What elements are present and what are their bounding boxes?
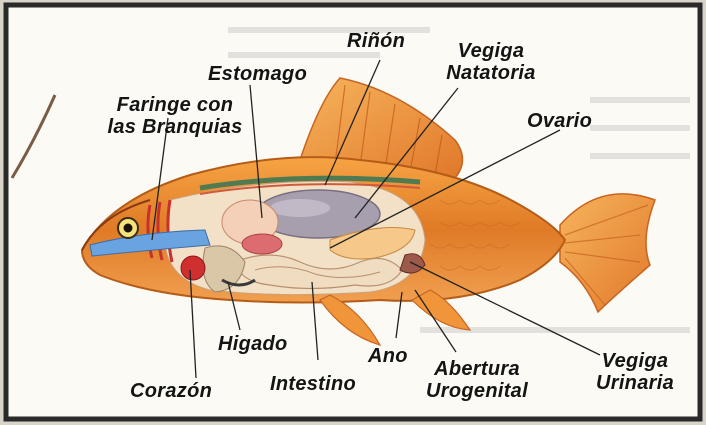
label-vegiga-natatoria: Vegiga Natatoria (436, 40, 546, 84)
label-abertura-text: Abertura Urogenital (426, 358, 528, 402)
label-estomago: Estomago (208, 63, 307, 85)
label-rinon: Riñón (347, 30, 405, 52)
label-vegiga-urinaria: Vegiga Urinaria (580, 350, 690, 394)
label-faringe: Faringe con las Branquias (100, 94, 250, 138)
label-ovario: Ovario (527, 110, 592, 132)
label-vegiga-natatoria-text: Vegiga Natatoria (446, 40, 535, 84)
label-intestino: Intestino (270, 373, 356, 395)
heart-organ (181, 256, 205, 280)
label-corazon: Corazón (130, 380, 212, 402)
label-vegiga-urinaria-text: Vegiga Urinaria (596, 350, 674, 394)
label-ano: Ano (368, 345, 408, 367)
label-faringe-text: Faringe con las Branquias (107, 94, 242, 138)
label-abertura-urogenital: Abertura Urogenital (412, 358, 542, 402)
label-higado: Higado (218, 333, 288, 355)
